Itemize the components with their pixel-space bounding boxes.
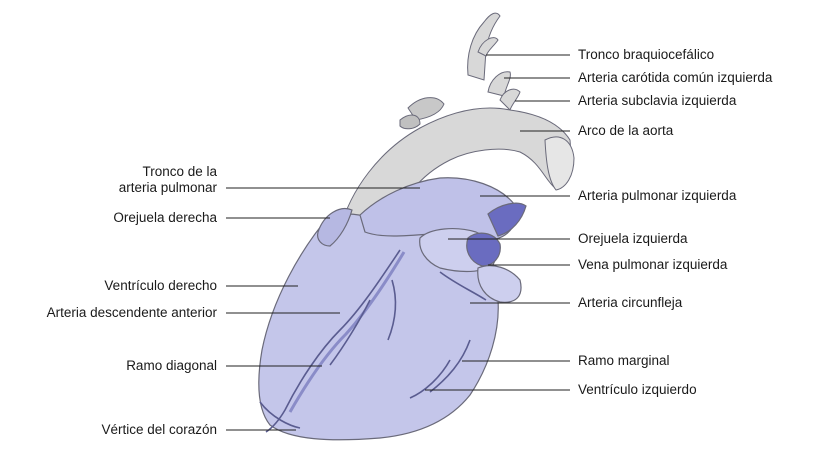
heart-body — [259, 178, 526, 440]
label-arteria-subclavia: Arteria subclavia izquierda — [578, 93, 736, 109]
label-orejuela-derecha: Orejuela derecha — [40, 210, 217, 226]
label-arteria-carotida: Arteria carótida común izquierda — [578, 70, 772, 86]
label-orejuela-izquierda: Orejuela izquierda — [578, 231, 688, 247]
label-ventriculo-derecho: Ventrículo derecho — [40, 278, 217, 294]
label-tronco-braquiocefalico: Tronco braquiocefálico — [578, 47, 714, 63]
label-vertice-corazon: Vértice del corazón — [40, 422, 217, 438]
label-ventriculo-izquierdo: Ventrículo izquierdo — [578, 382, 697, 398]
label-vena-pulmonar-izquierda: Vena pulmonar izquierda — [578, 257, 727, 273]
label-arteria-pulmonar-izquierda: Arteria pulmonar izquierda — [578, 188, 736, 204]
label-arteria-descendente-anterior: Arteria descendente anterior — [0, 305, 217, 321]
label-ramo-diagonal: Ramo diagonal — [40, 358, 217, 374]
label-tronco-line2: arteria pulmonar — [60, 180, 217, 196]
label-tronco-line1: Tronco de la — [60, 164, 217, 180]
label-tronco-arteria-pulmonar: Tronco de la arteria pulmonar — [60, 164, 217, 196]
small-vessels-left-2 — [400, 115, 420, 129]
label-arteria-circunfleja: Arteria circunfleja — [578, 295, 682, 311]
label-arco-aorta: Arco de la aorta — [578, 123, 673, 139]
label-ramo-marginal: Ramo marginal — [578, 353, 670, 369]
